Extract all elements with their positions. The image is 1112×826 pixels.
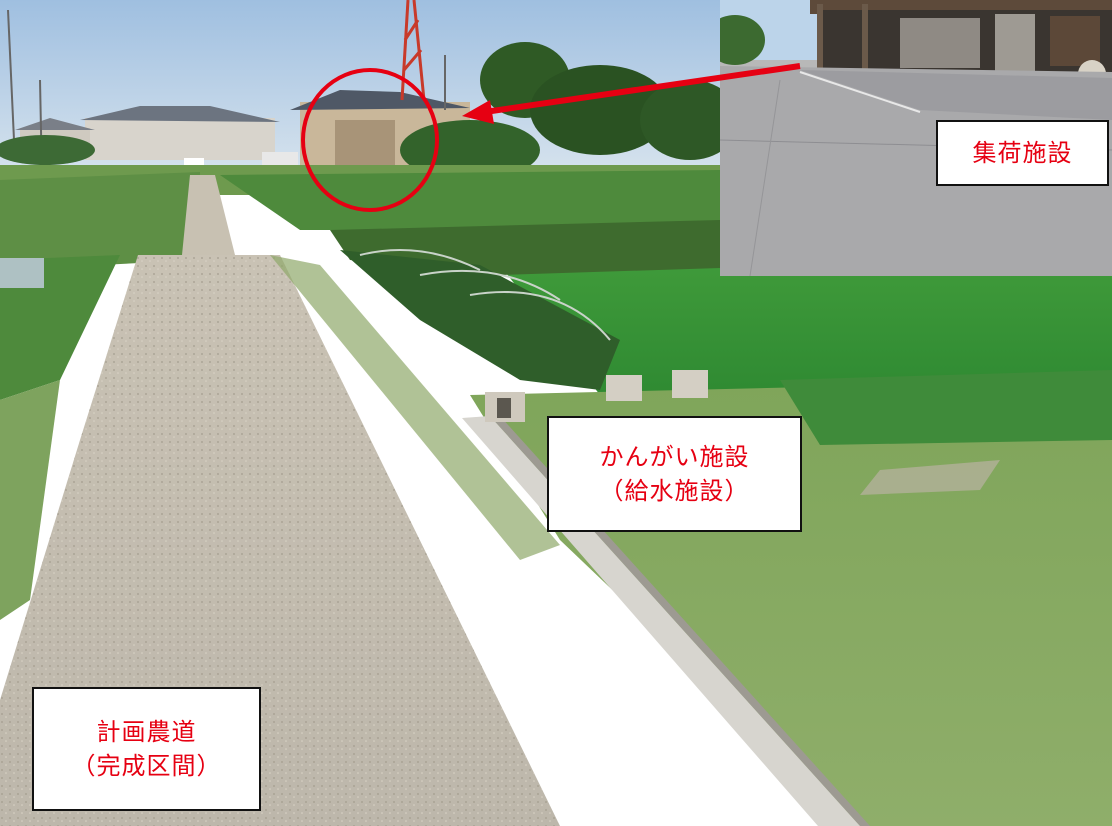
vegetable-tunnels (330, 220, 720, 390)
irrigation-label: かんがい施設 （給水施設） (547, 416, 802, 532)
road-label-line2: （完成区間） (71, 752, 222, 780)
road-label: 計画農道 （完成区間） (32, 687, 261, 811)
irrigation-label-line1: かんがい施設 (599, 443, 750, 471)
facility-inset-photo (720, 0, 1112, 276)
irrigation-label-line2: （給水施設） (599, 477, 750, 505)
irrigation-boxes (485, 370, 708, 422)
facility-label-text: 集荷施設 (972, 139, 1073, 167)
facility-label: 集荷施設 (936, 120, 1109, 186)
road-label-line1: 計画農道 (96, 718, 197, 746)
rice-paddy (500, 265, 1112, 395)
